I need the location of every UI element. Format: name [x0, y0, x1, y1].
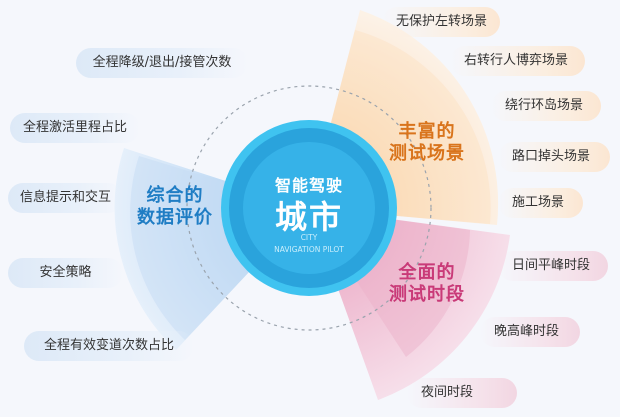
pill-data-eval-3: 信息提示和交互: [8, 183, 123, 213]
center-title-large: 城市: [274, 198, 343, 236]
label-line: 综合的: [146, 185, 204, 206]
pill-data-eval-5: 全程有效变道次数占比: [24, 331, 194, 361]
pill-scenario-5: 施工场景: [498, 188, 583, 218]
label-scenarios: 丰富的 测试场景: [384, 121, 470, 165]
center-title-small: 智能驾驶: [274, 176, 343, 195]
pill-data-eval-1: 全程降级/退出/接管次数: [76, 48, 248, 78]
pill-data-eval-4: 安全策略: [8, 258, 123, 288]
label-data-eval: 综合的 数据评价: [130, 185, 220, 229]
pill-time-1: 日间平峰时段: [498, 251, 608, 281]
pill-data-eval-2: 全程激活里程占比: [10, 113, 140, 143]
pill-scenario-4: 路口掉头场景: [498, 142, 610, 172]
center-badge: 智能驾驶 城市 CITY NAVIGATION PILOT: [221, 120, 397, 296]
label-line: 测试时段: [389, 284, 465, 305]
dashed-ring: [186, 85, 432, 331]
center-subtitle-1: CITY: [300, 233, 318, 242]
pill-scenario-2: 右转行人博弈场景: [450, 46, 585, 76]
pill-time-3: 夜间时段: [407, 378, 517, 408]
label-time-periods: 全面的 测试时段: [382, 262, 472, 306]
label-line: 数据评价: [137, 207, 213, 228]
label-line: 丰富的: [398, 121, 456, 142]
pill-scenario-3: 绕行环岛场景: [491, 91, 601, 121]
pill-scenario-1: 无保护左转场景: [382, 7, 500, 37]
center-subtitle-2: NAVIGATION PILOT: [274, 245, 344, 254]
label-line: 全面的: [398, 262, 456, 283]
label-line: 测试场景: [389, 143, 465, 164]
pill-time-2: 晚高峰时段: [480, 317, 580, 347]
